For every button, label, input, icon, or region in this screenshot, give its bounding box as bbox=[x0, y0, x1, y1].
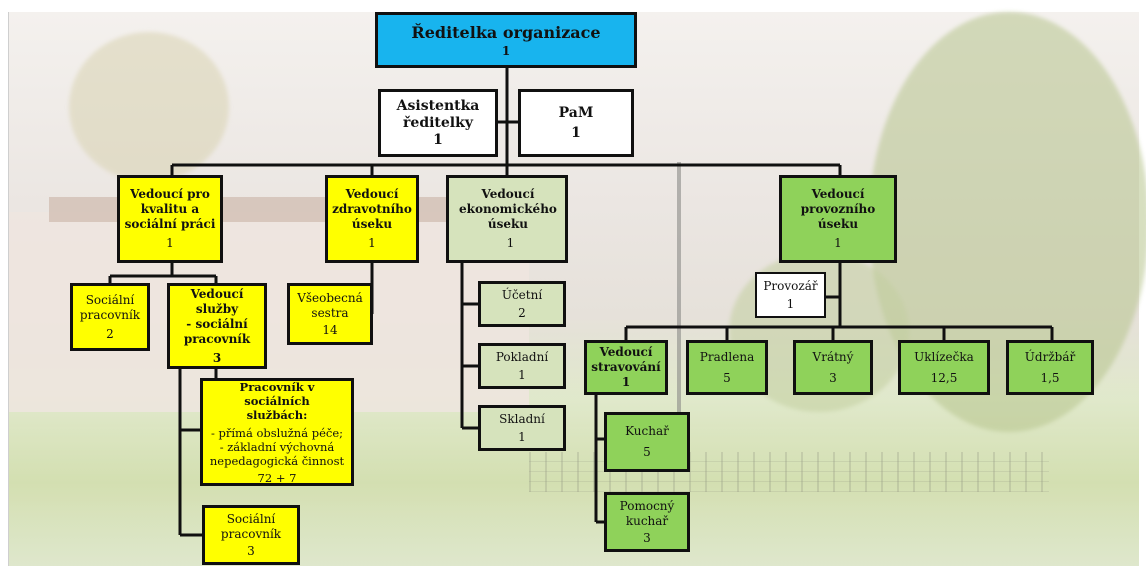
node-quality-head-count: 1 bbox=[166, 236, 174, 250]
node-cook-title: Kuchař bbox=[625, 424, 669, 438]
node-laundress-count: 5 bbox=[723, 370, 731, 385]
node-storekeeper-title: Skladní bbox=[499, 411, 545, 426]
node-storekeeper-count: 1 bbox=[518, 429, 526, 444]
node-maintenance: Údržbář 1,5 bbox=[1006, 340, 1094, 395]
node-health-head-title: Vedoucí zdravotního úseku bbox=[332, 187, 412, 231]
node-operations-head-title: Vedoucí provozního úseku bbox=[800, 187, 876, 231]
tree-left bbox=[69, 32, 229, 182]
node-social-worker-a-count: 2 bbox=[106, 326, 114, 341]
node-accountant-title: Účetní bbox=[501, 287, 543, 302]
node-assistant-cook: Pomocný kuchař 3 bbox=[604, 492, 690, 552]
node-health-head: Vedoucí zdravotního úseku 1 bbox=[325, 175, 419, 263]
node-assistant-count: 1 bbox=[433, 131, 443, 148]
node-cashier-title: Pokladní bbox=[495, 349, 549, 364]
node-cleaner-title: Uklízečka bbox=[914, 349, 974, 364]
node-cashier-count: 1 bbox=[518, 367, 526, 382]
node-pam-title: PaM bbox=[558, 105, 594, 121]
node-catering-head-title: Vedoucí stravování bbox=[591, 345, 661, 374]
node-service-head-count: 3 bbox=[212, 350, 222, 365]
node-assistant-title: Asistentka ředitelky bbox=[396, 97, 480, 131]
node-operations-head-count: 1 bbox=[834, 236, 842, 250]
node-economic-head-title: Vedoucí ekonomického úseku bbox=[459, 187, 557, 231]
node-economic-head-count: 1 bbox=[506, 236, 515, 250]
node-operations-head: Vedoucí provozního úseku 1 bbox=[779, 175, 897, 263]
node-catering-head-count: 1 bbox=[621, 375, 631, 389]
node-cashier: Pokladní 1 bbox=[478, 343, 566, 389]
node-ops-manager-count: 1 bbox=[786, 296, 795, 311]
node-laundress: Pradlena 5 bbox=[686, 340, 768, 395]
node-director: Ředitelka organizace 1 bbox=[375, 12, 637, 68]
node-ops-manager: Provozář 1 bbox=[755, 272, 826, 318]
node-care-workers-count: 72 + 7 bbox=[257, 470, 297, 485]
node-economic-head: Vedoucí ekonomického úseku 1 bbox=[446, 175, 568, 263]
node-quality-head: Vedoucí pro kvalitu a sociální práci 1 bbox=[117, 175, 223, 263]
node-social-worker-b-title: Sociální pracovník bbox=[220, 511, 282, 541]
node-director-title: Ředitelka organizace bbox=[411, 22, 601, 42]
node-nurse-count: 14 bbox=[322, 322, 338, 337]
node-cook-count: 5 bbox=[643, 445, 651, 459]
node-catering-head: Vedoucí stravování 1 bbox=[584, 340, 668, 395]
node-service-head: Vedoucí služby - sociální pracovník 3 bbox=[167, 283, 267, 369]
node-accountant: Účetní 2 bbox=[478, 281, 566, 327]
node-care-workers-details: - přímá obslužná péče; - základní výchov… bbox=[209, 425, 345, 468]
node-laundress-title: Pradlena bbox=[699, 349, 755, 364]
node-porter-count: 3 bbox=[829, 370, 837, 385]
node-quality-head-title: Vedoucí pro kvalitu a sociální práci bbox=[124, 187, 216, 231]
node-care-workers: Pracovník v sociálních službách: - přímá… bbox=[200, 378, 354, 486]
node-health-head-count: 1 bbox=[368, 236, 376, 250]
node-nurse-title: Všeobecná sestra bbox=[297, 290, 363, 320]
node-service-head-title: Vedoucí služby - sociální pracovník bbox=[183, 286, 251, 346]
node-porter-title: Vrátný bbox=[812, 349, 854, 364]
node-ops-manager-title: Provozář bbox=[763, 278, 818, 293]
node-assistant-cook-title: Pomocný kuchař bbox=[619, 498, 675, 528]
node-social-worker-b-count: 3 bbox=[247, 543, 255, 558]
node-accountant-count: 2 bbox=[518, 305, 526, 320]
node-director-count: 1 bbox=[501, 43, 511, 58]
node-cook: Kuchař 5 bbox=[604, 412, 690, 472]
node-nurse: Všeobecná sestra 14 bbox=[287, 283, 373, 345]
node-pam: PaM 1 bbox=[518, 89, 634, 157]
node-social-worker-b: Sociální pracovník 3 bbox=[202, 505, 300, 565]
node-cleaner-count: 12,5 bbox=[930, 370, 958, 385]
node-maintenance-title: Údržbář bbox=[1024, 349, 1076, 364]
node-social-worker-a-title: Sociální pracovník bbox=[79, 292, 141, 322]
node-maintenance-count: 1,5 bbox=[1040, 370, 1060, 385]
node-cleaner: Uklízečka 12,5 bbox=[898, 340, 990, 395]
node-storekeeper: Skladní 1 bbox=[478, 405, 566, 451]
lamp-pole bbox=[677, 162, 681, 462]
node-porter: Vrátný 3 bbox=[793, 340, 873, 395]
node-social-worker-a: Sociální pracovník 2 bbox=[70, 283, 150, 351]
node-care-workers-title: Pracovník v sociálních službách: bbox=[239, 379, 315, 422]
node-pam-count: 1 bbox=[571, 125, 581, 141]
node-assistant: Asistentka ředitelky 1 bbox=[378, 89, 498, 157]
node-assistant-cook-count: 3 bbox=[643, 530, 651, 545]
